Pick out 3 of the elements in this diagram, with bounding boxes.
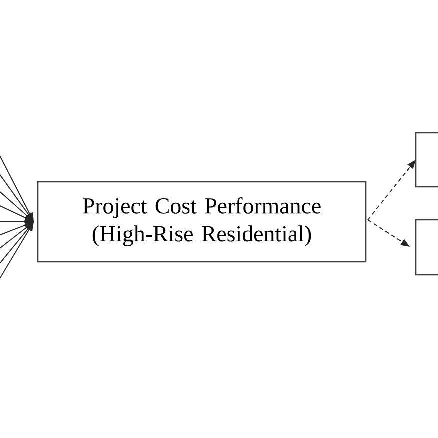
text-box: Project Cost Performance (High-Rise Residential) <box>37 181 367 263</box>
empty-box <box>415 132 438 188</box>
empty-box <box>415 219 438 276</box>
